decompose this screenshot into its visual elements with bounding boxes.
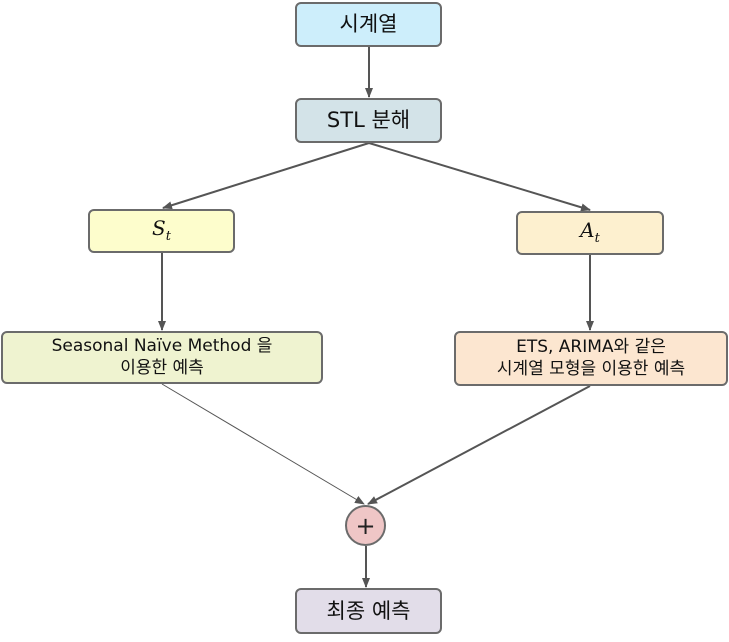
seasonal-subscript: t <box>165 229 171 245</box>
node-ets-arima-line1: ETS, ARIMA와 같은 <box>516 337 666 358</box>
edge-stl-to-adjusted <box>368 142 591 212</box>
node-ets-arima-forecast: ETS, ARIMA와 같은 시계열 모형을 이용한 예측 <box>454 331 728 386</box>
node-stl-decomposition: STL 분해 <box>295 98 442 143</box>
node-adjusted-component: At <box>516 211 664 255</box>
seasonal-symbol: S <box>152 216 166 241</box>
node-time-series-label: 시계열 <box>339 12 398 37</box>
node-adjusted-component-label: At <box>580 218 600 247</box>
edge-snaive-to-plus <box>161 383 365 505</box>
node-seasonal-naive-line1: Seasonal Naïve Method 을 <box>51 336 273 357</box>
node-seasonal-component: St <box>88 209 235 253</box>
node-seasonal-component-label: St <box>152 216 171 245</box>
adjusted-symbol: A <box>580 218 595 243</box>
node-seasonal-naive-line2: 이용한 예측 <box>120 357 204 378</box>
edge-ets-to-plus <box>367 385 591 505</box>
node-final-forecast-label: 최종 예측 <box>326 598 411 623</box>
plus-icon: + <box>355 511 376 540</box>
node-ets-arima-line2: 시계열 모형을 이용한 예측 <box>496 358 686 379</box>
node-stl-decomposition-label: STL 분해 <box>326 108 411 133</box>
edge-stl-to-seasonal <box>162 142 370 210</box>
node-seasonal-naive-forecast: Seasonal Naïve Method 을 이용한 예측 <box>1 331 323 384</box>
node-sum: + <box>345 505 386 546</box>
node-time-series: 시계열 <box>295 2 442 47</box>
node-final-forecast: 최종 예측 <box>295 588 442 634</box>
adjusted-subscript: t <box>594 231 600 247</box>
